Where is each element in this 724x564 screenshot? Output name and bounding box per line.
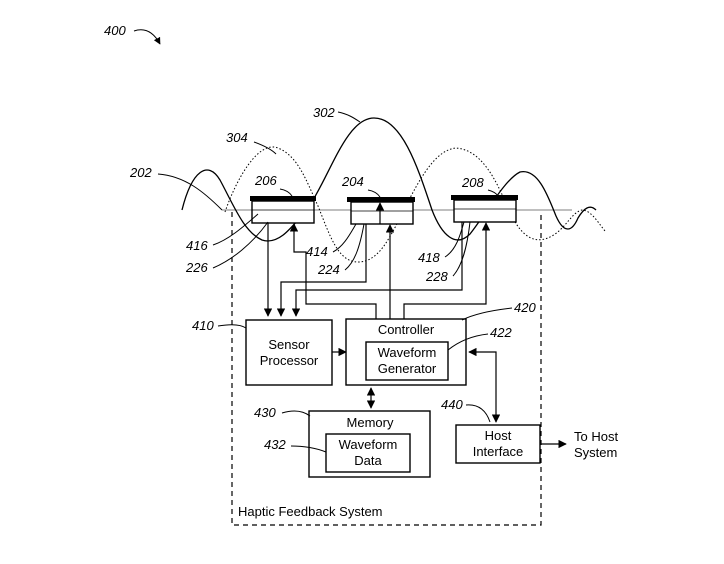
actuator-208-body xyxy=(453,199,517,223)
svg-text:Interface: Interface xyxy=(473,444,524,459)
svg-text:Controller: Controller xyxy=(378,322,435,337)
memory-ref: 430 xyxy=(254,405,276,420)
waveform-data-ref: 432 xyxy=(264,437,286,452)
actuator-208-outer-ref: 228 xyxy=(425,269,448,284)
figure-ref-label: 400 xyxy=(104,23,126,38)
host-output-label-line2: System xyxy=(574,445,617,460)
actuator-206-outer-ref: 226 xyxy=(185,260,208,275)
actuator-208: 208 418 228 xyxy=(418,175,518,284)
actuator-206-body xyxy=(251,200,315,224)
sensor-processor-ref: 410 xyxy=(192,318,214,333)
actuator-204-top-plate xyxy=(347,197,415,202)
actuator-208-top-plate xyxy=(451,195,518,200)
host-interface-block: Host Interface 440 xyxy=(441,397,541,464)
svg-text:Host: Host xyxy=(485,428,512,443)
solid-wave-leader xyxy=(337,111,361,123)
actuator-208-inner-ref: 418 xyxy=(418,250,440,265)
actuator-206-inner-ref: 416 xyxy=(186,238,208,253)
svg-text:Waveform: Waveform xyxy=(378,345,437,360)
actuator-204: 204 414 224 xyxy=(306,174,415,277)
surface-ref-label: 202 xyxy=(129,165,152,180)
solid-wave xyxy=(181,117,597,242)
drive-signal-lines xyxy=(289,202,491,319)
actuator-206: 206 416 226 xyxy=(185,173,316,275)
waveform-data-block: Waveform Data 432 xyxy=(264,433,411,473)
dotted-wave-leader xyxy=(253,141,277,155)
figure-ref-arrow xyxy=(133,29,161,45)
svg-text:Generator: Generator xyxy=(378,361,437,376)
svg-text:Processor: Processor xyxy=(260,353,319,368)
actuator-204-body xyxy=(350,201,414,225)
system-label: Haptic Feedback System xyxy=(238,504,383,519)
surface-leader xyxy=(157,173,223,211)
actuator-206-top-plate xyxy=(250,196,316,201)
host-output-label-line1: To Host xyxy=(574,429,618,444)
controller-host-link xyxy=(468,347,501,423)
actuator-206-ref-label: 206 xyxy=(254,173,277,188)
waveform-generator-block: Waveform Generator 422 xyxy=(365,325,512,381)
dotted-wave-ref-label: 304 xyxy=(226,130,248,145)
svg-text:Waveform: Waveform xyxy=(339,437,398,452)
waveform-generator-ref: 422 xyxy=(490,325,512,340)
actuator-204-inner-ref: 414 xyxy=(306,244,328,259)
actuator-204-outer-ref: 224 xyxy=(317,262,340,277)
controller-ref: 420 xyxy=(514,300,536,315)
system-boundary xyxy=(231,212,542,526)
sensor-signal-lines xyxy=(263,222,463,317)
actuator-204-ref-label: 204 xyxy=(341,174,364,189)
dotted-wave xyxy=(224,146,607,263)
actuator-208-ref-label: 208 xyxy=(461,175,484,190)
svg-text:Memory: Memory xyxy=(347,415,394,430)
solid-wave-ref-label: 302 xyxy=(313,105,335,120)
host-interface-ref: 440 xyxy=(441,397,463,412)
sensor-processor-block: Sensor Processor 410 xyxy=(192,318,333,386)
svg-text:Data: Data xyxy=(354,453,382,468)
svg-text:Sensor: Sensor xyxy=(268,337,310,352)
